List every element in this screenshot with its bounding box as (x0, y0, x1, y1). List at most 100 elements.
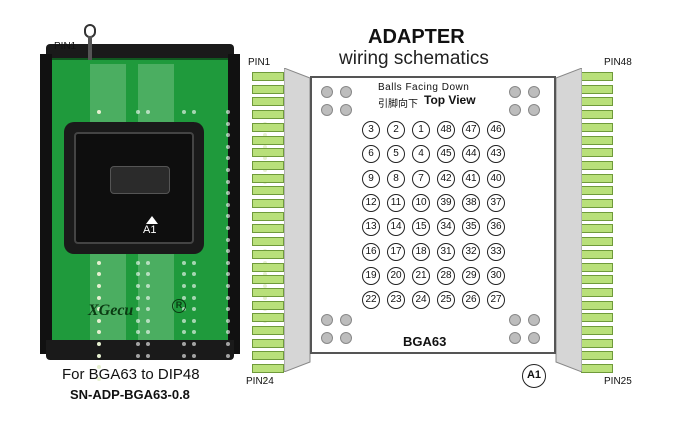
trace-dot (182, 284, 186, 288)
ball-pin: 35 (462, 218, 480, 237)
board-pin-dot (97, 330, 101, 335)
right-pin (581, 224, 613, 234)
trace-dot (146, 365, 150, 370)
board-pin-dot (97, 365, 101, 370)
schematic-subtitle: wiring schematics (339, 48, 489, 69)
ball-pin: 20 (387, 266, 405, 285)
corner-dot (321, 104, 333, 116)
right-pin (581, 338, 613, 348)
trace-dot (226, 272, 230, 277)
ball-pin: 47 (462, 121, 480, 139)
board-pin-dot (97, 353, 101, 358)
trace-dot (192, 353, 196, 358)
corner-dot (340, 104, 352, 116)
pin48-label: PIN48 (604, 57, 632, 68)
trace-dot (226, 214, 230, 219)
ball-pin: 17 (387, 242, 405, 261)
left-pin (252, 72, 284, 81)
board-pin-dot (263, 168, 267, 172)
trace-dot (136, 365, 140, 370)
trace-dot (192, 272, 196, 277)
right-pin (581, 351, 613, 361)
right-pin (581, 364, 613, 374)
left-pin (252, 173, 284, 183)
socket-window (74, 132, 194, 244)
board-pin-dot (97, 284, 101, 288)
ball-pin: 15 (412, 218, 430, 237)
trace-dot (146, 260, 150, 265)
trace-dot (182, 353, 186, 358)
left-pin (252, 338, 284, 348)
board-pin-dot (263, 144, 267, 149)
trace-dot (146, 342, 150, 346)
trace-dot (182, 376, 186, 381)
right-pin (581, 148, 613, 158)
ball-pin: 16 (362, 242, 380, 261)
left-pin (252, 287, 284, 297)
adapter-board-illustration: A1 XGecu R (40, 40, 267, 381)
bga-chip (110, 166, 170, 194)
trace-dot (136, 353, 140, 358)
trace-dot (226, 318, 230, 323)
right-pin (581, 135, 613, 145)
board-pin-dot (97, 318, 101, 323)
board-pin-dot (97, 342, 101, 346)
right-pin (581, 97, 613, 107)
trace-dot (182, 318, 186, 323)
right-pin (581, 84, 613, 94)
left-pin (252, 351, 284, 361)
trace-dot (226, 249, 230, 254)
corner-dot (528, 332, 540, 344)
trace-dot (146, 353, 150, 358)
board-pin-dot (97, 110, 101, 114)
left-pin (252, 110, 284, 120)
top-view-label: Top View (424, 93, 476, 107)
board-pin-dot (97, 260, 101, 265)
ball-pin: 39 (437, 193, 455, 212)
left-pin (252, 211, 284, 221)
right-pin (581, 313, 613, 323)
trace-dot (182, 342, 186, 346)
chip-a1-marker-icon (146, 216, 158, 224)
board-right-rail (228, 54, 240, 354)
trace-dot (182, 330, 186, 335)
trace-dot (192, 318, 196, 323)
ball-pin: 36 (487, 218, 505, 237)
trace-dot (146, 376, 150, 381)
trace-dot (182, 272, 186, 277)
trace-dot (146, 110, 150, 114)
ball-pin: 13 (362, 218, 380, 237)
pin1-label: PIN1 (248, 57, 271, 68)
ball-pin: 12 (362, 193, 380, 212)
ball-pin: 41 (462, 169, 480, 188)
ball-pin: 24 (412, 291, 430, 310)
trace-dot (226, 226, 230, 230)
trace-dot (182, 365, 186, 370)
ball-pin: 9 (362, 169, 380, 188)
left-pin (252, 364, 284, 374)
left-pin-bridge (284, 68, 311, 372)
board-pin-dot (263, 376, 267, 381)
trace-dot (226, 168, 230, 172)
ball-pin: 26 (462, 291, 480, 310)
left-pin (252, 135, 284, 145)
right-pin (581, 173, 613, 183)
board-pin-dot (263, 156, 267, 161)
trace-dot (146, 272, 150, 277)
trace-dot (226, 353, 230, 358)
right-pin (581, 160, 613, 170)
left-pin (252, 84, 284, 94)
ball-pin: 42 (437, 169, 455, 188)
ball-pin: 14 (387, 218, 405, 237)
corner-dot (528, 104, 540, 116)
chinese-note: 引脚向下 (378, 99, 418, 110)
board-pin-dot (97, 307, 101, 312)
board-pin-dot (263, 133, 267, 138)
trace-dot (192, 284, 196, 288)
right-pin (581, 287, 613, 297)
board-part-number: SN-ADP-BGA63-0.8 (70, 387, 190, 402)
a1-badge: A1 (522, 364, 546, 388)
registered-mark-icon: R (172, 299, 186, 313)
corner-dot (321, 86, 333, 98)
ball-pin: 34 (437, 218, 455, 237)
